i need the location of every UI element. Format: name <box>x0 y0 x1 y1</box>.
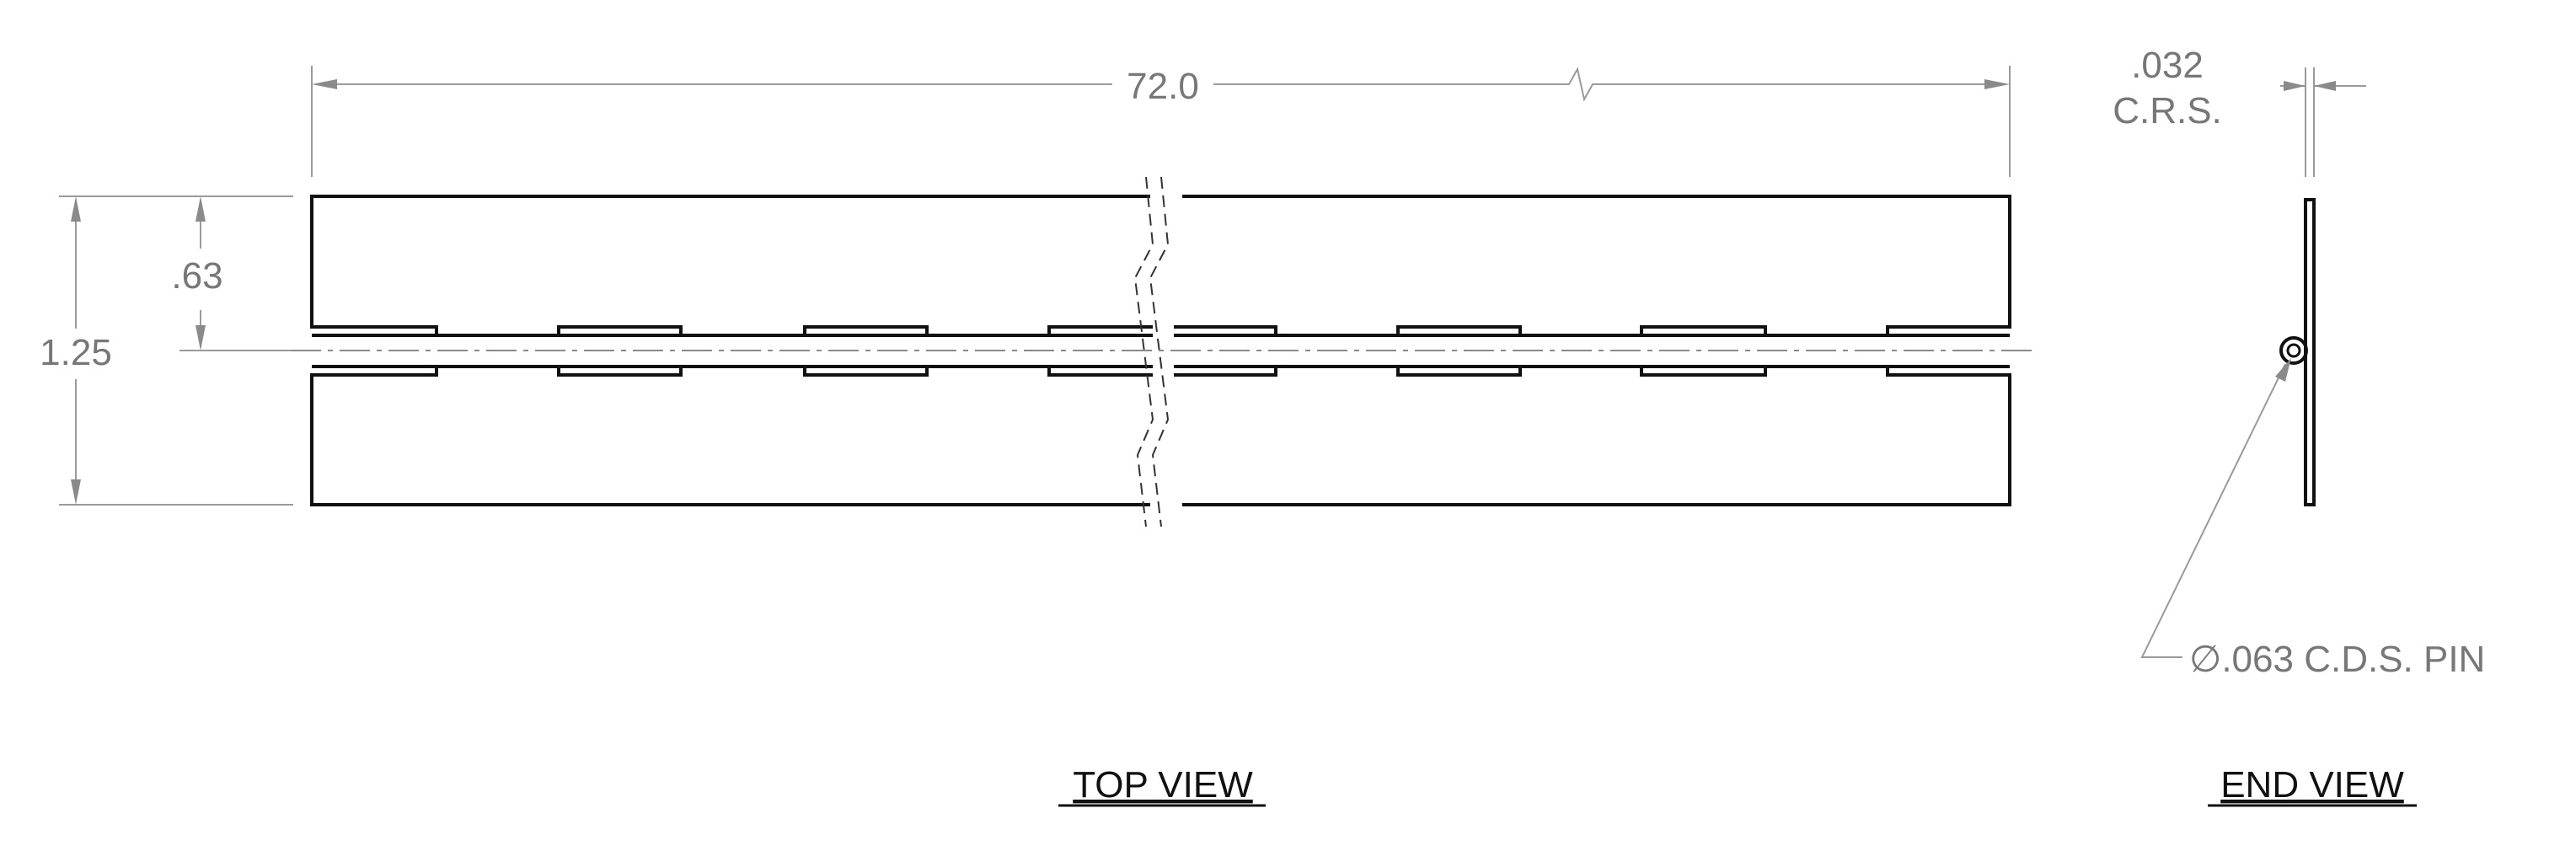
top-view-label: TOP VIEW <box>1073 764 1253 806</box>
pin-label: ∅.063 C.D.S. PIN <box>2189 639 2485 680</box>
length-dimension: 72.0 <box>311 66 2011 177</box>
thickness-label: .032 <box>2131 45 2204 86</box>
upper-leaf-outline <box>310 195 2011 337</box>
leaf-width-label: .63 <box>171 255 222 297</box>
leaf-width-dimension: .63 <box>171 196 291 351</box>
break-line-right <box>1149 176 1170 527</box>
pin-callout: ∅.063 C.D.S. PIN <box>2140 358 2485 680</box>
break-line-left <box>1133 176 1154 527</box>
top-view <box>291 176 2035 527</box>
open-width-label: 1.25 <box>40 332 112 373</box>
thickness-dimension: .032 C.R.S. <box>2113 45 2366 177</box>
end-view <box>2279 198 2316 506</box>
end-view-label: END VIEW <box>2220 764 2404 806</box>
pin-knuckle-outer <box>2279 336 2308 365</box>
open-width-dimension: 1.25 <box>40 195 293 506</box>
material-label: C.R.S. <box>2113 90 2222 131</box>
length-label: 72.0 <box>1127 66 1199 107</box>
knuckle-band <box>312 334 2010 368</box>
pin-circle <box>2286 343 2301 358</box>
